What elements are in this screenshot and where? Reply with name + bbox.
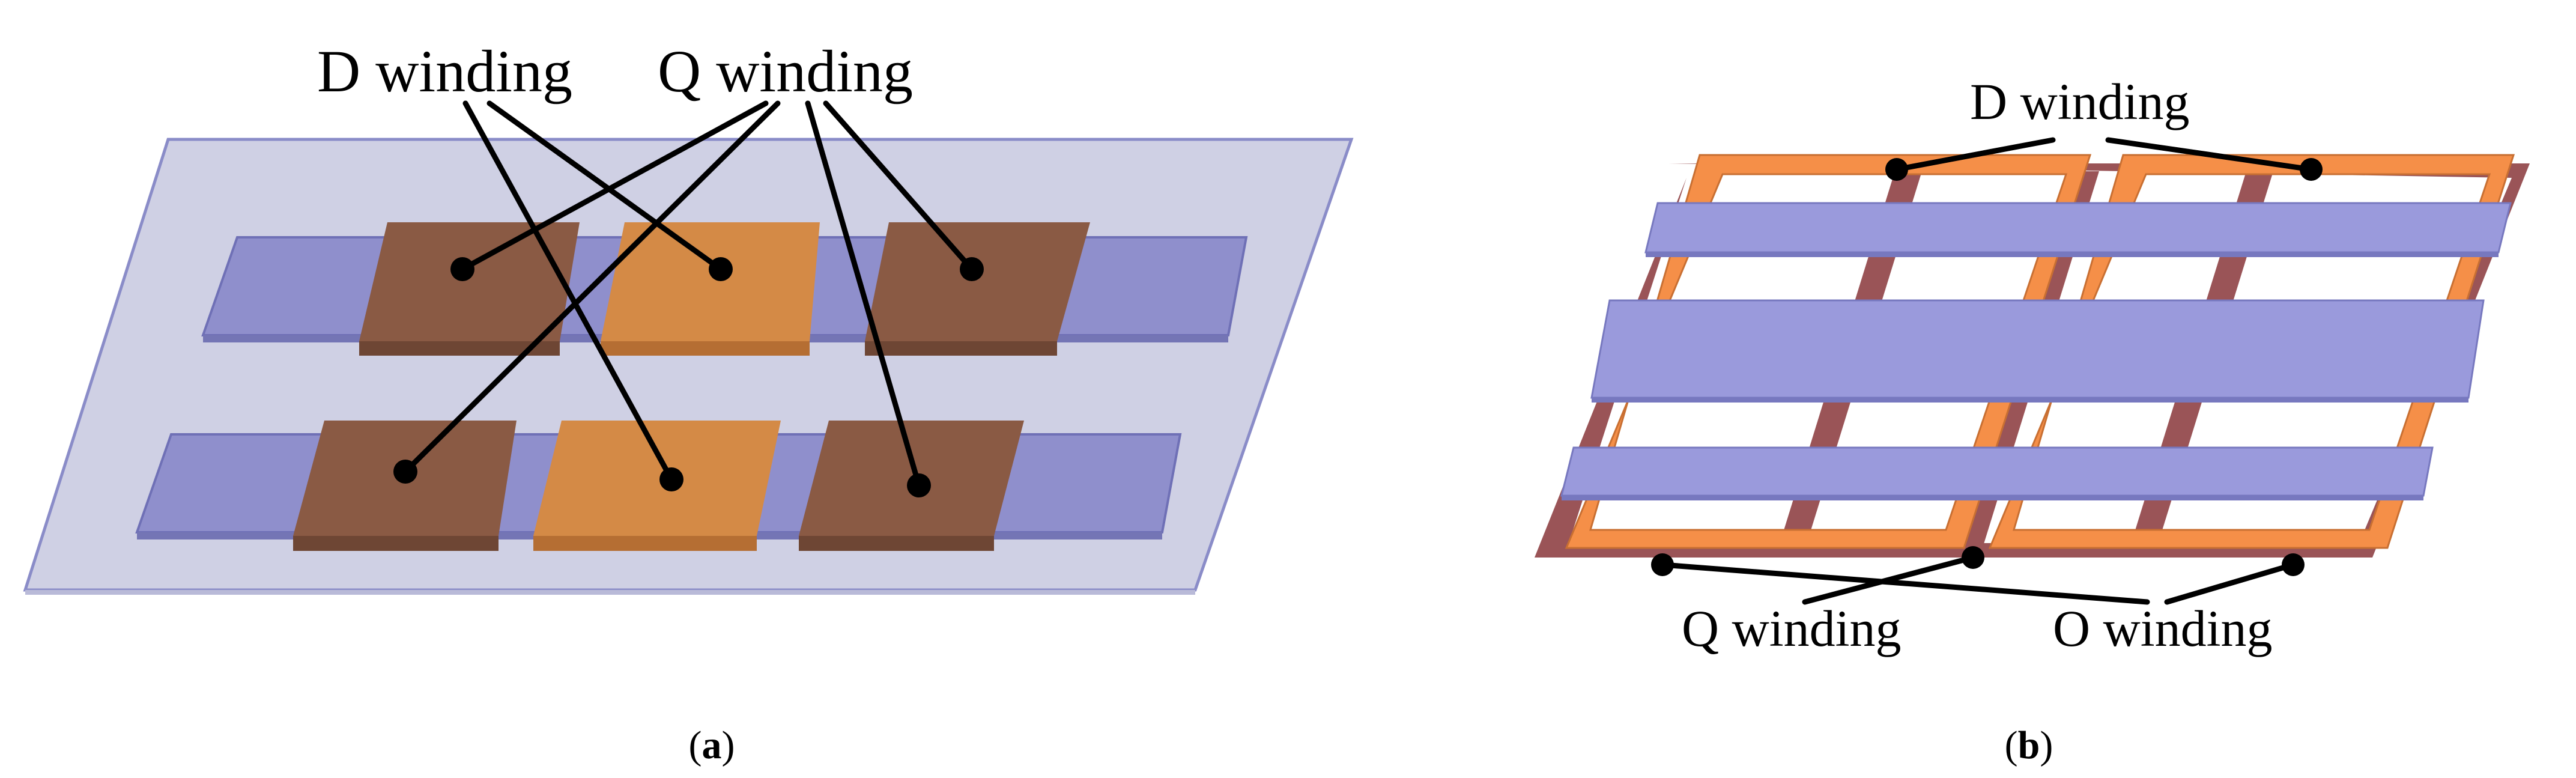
d-winding-block-edge [865, 341, 1057, 356]
caption-letter: a [702, 723, 722, 767]
q-winding-loop [1988, 154, 2515, 549]
leader-lines-b [1659, 137, 2314, 605]
panel-b-caption: (b) [2005, 723, 2053, 767]
leader-dot [1962, 546, 1984, 569]
leader-line [805, 100, 922, 488]
panel-b: D winding Q winding O winding (b) [1535, 73, 2530, 767]
d-winding-label: D winding [317, 38, 572, 105]
leader-dot [450, 257, 474, 281]
d-winding-block-edge [359, 341, 560, 356]
core-bar-bottom-edge [1562, 496, 2423, 500]
panel-a: D winding Q winding (a) [23, 38, 1354, 767]
leader-dot [659, 467, 683, 491]
d-winding-block-edge [799, 536, 994, 551]
base-plate-edge [25, 590, 1195, 595]
q-winding-block [601, 222, 820, 341]
core-bar-middle [1590, 299, 2485, 399]
q-winding [1565, 154, 2515, 549]
leader-line [402, 100, 781, 475]
o-winding-label: O winding [2053, 600, 2273, 657]
leader-line [1659, 562, 2150, 605]
caption-letter: b [2018, 723, 2040, 767]
q-winding-label: Q winding [658, 38, 913, 105]
core-bar-bottom [1560, 446, 2434, 497]
leader-dot [907, 473, 931, 497]
leader-line [462, 100, 674, 482]
caption-paren: ) [2040, 723, 2053, 767]
d-winding-label: D winding [1970, 73, 2190, 130]
leader-dot [393, 460, 417, 484]
q-winding-block-edge [533, 536, 757, 551]
leader-dots-b [1651, 158, 2323, 576]
leader-dot [1651, 553, 1674, 576]
leader-dot [2300, 158, 2323, 181]
leader-line [486, 100, 724, 272]
leader-line [2105, 137, 2314, 172]
d-winding-block-edge [293, 536, 499, 551]
leader-line [2164, 562, 2296, 605]
leader-dot [709, 257, 733, 281]
leader-dot [2282, 553, 2305, 576]
core-bars-b [1560, 202, 2512, 500]
q-winding-label: Q winding [1682, 600, 1902, 657]
core-bar-top [1644, 202, 2512, 254]
leader-line [1894, 137, 2056, 172]
core-bar-middle-edge [1592, 398, 2468, 403]
leader-line [459, 100, 769, 272]
d-winding-block [359, 222, 580, 341]
caption-paren: ( [689, 723, 702, 767]
leader-dot [1885, 158, 1908, 181]
leader-lines-a [402, 100, 975, 488]
panel-a-caption: (a) [689, 723, 735, 767]
caption-paren: ( [2005, 723, 2018, 767]
q-winding-block [533, 421, 781, 536]
core-bar-top-edge [1646, 252, 2499, 257]
q-winding-loop [1565, 154, 2092, 549]
leader-line [823, 100, 975, 272]
q-winding-block-edge [601, 341, 810, 356]
d-winding-block [865, 222, 1090, 341]
caption-paren: ) [722, 723, 735, 767]
leader-dots-a [393, 257, 984, 497]
leader-dot [960, 257, 984, 281]
